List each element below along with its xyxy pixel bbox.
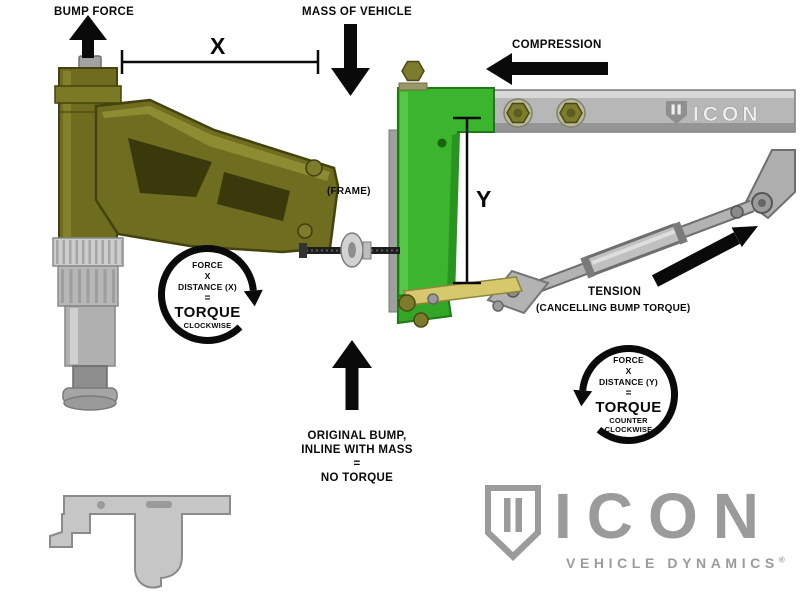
no-torque-line1: ORIGINAL BUMP, bbox=[307, 430, 407, 442]
clockwise-arrow-icon bbox=[158, 245, 263, 344]
tension-label: TENSION bbox=[588, 286, 642, 298]
brand-text-block: ICON VEHICLE DYNAMICS® bbox=[554, 484, 785, 571]
counter-clockwise-arrow-icon bbox=[573, 345, 679, 444]
torque-ccw-force: FORCE bbox=[613, 355, 644, 365]
no-torque-caption: ORIGINAL BUMP, INLINE WITH MASS = NO TOR… bbox=[277, 429, 437, 485]
no-torque-line2: INLINE WITH MASS bbox=[301, 444, 413, 456]
torque-ccw-distance: DISTANCE (Y) bbox=[599, 377, 658, 387]
torque-cw-torque: TORQUE bbox=[174, 303, 241, 321]
brand-name: ICON bbox=[554, 480, 774, 552]
brand-tagline-text: VEHICLE DYNAMICS bbox=[566, 555, 779, 571]
torque-cw-times: X bbox=[204, 270, 211, 281]
frame-rail-bolts bbox=[503, 98, 586, 128]
frame-side-plate bbox=[388, 129, 399, 313]
bump-stop-assembly bbox=[52, 55, 124, 411]
torque-cw-direction: CLOCKWISE bbox=[183, 320, 232, 330]
torque-clockwise-text: FORCE X DISTANCE (X) = TORQUE CLOCKWISE bbox=[150, 237, 265, 352]
icon-badge-icon bbox=[485, 485, 541, 561]
brand-tagline: VEHICLE DYNAMICS® bbox=[566, 555, 785, 571]
rail-logo-badge-icon bbox=[666, 101, 687, 124]
bump-force-arrow bbox=[69, 15, 107, 58]
tension-sub-label: (CANCELLING BUMP TORQUE) bbox=[536, 303, 691, 314]
compression-label: COMPRESSION bbox=[512, 39, 602, 51]
bump-strike-rod bbox=[299, 232, 400, 268]
dimension-y-label: Y bbox=[476, 186, 492, 212]
frame-bracket-bolts bbox=[398, 60, 439, 328]
spare-bracket-part bbox=[49, 495, 231, 589]
dimension-y-line bbox=[453, 116, 481, 285]
no-torque-equals: = bbox=[353, 458, 361, 470]
compression-arrow bbox=[486, 53, 608, 85]
control-arm bbox=[94, 98, 340, 254]
torque-ccw-torque: TORQUE bbox=[595, 399, 662, 416]
rail-logo: ICON bbox=[666, 101, 762, 126]
torque-cw-force: FORCE bbox=[192, 259, 223, 270]
registered-mark: ® bbox=[778, 555, 785, 565]
tension-arrow bbox=[651, 226, 758, 287]
torque-ccw-dir1: COUNTER bbox=[609, 416, 648, 425]
frame-label: (FRAME) bbox=[327, 186, 371, 197]
torque-ccw-dir2: CLOCKWISE bbox=[604, 425, 653, 434]
icon-brand-logo: ICON VEHICLE DYNAMICS® bbox=[484, 484, 785, 571]
torque-clockwise-annotation: FORCE X DISTANCE (X) = TORQUE CLOCKWISE bbox=[150, 237, 265, 352]
torque-counter-clockwise-annotation: FORCE X DISTANCE (Y) = TORQUE COUNTER CL… bbox=[571, 337, 686, 452]
cancellation-link bbox=[523, 199, 755, 298]
torque-cw-distance: DISTANCE (X) bbox=[178, 281, 237, 292]
track-bar-pivot-arm bbox=[744, 149, 796, 220]
bump-force-label: BUMP FORCE bbox=[54, 6, 135, 18]
mass-of-vehicle-label: MASS OF VEHICLE bbox=[302, 6, 412, 18]
torque-counter-clockwise-text: FORCE X DISTANCE (Y) = TORQUE COUNTER CL… bbox=[571, 337, 686, 452]
torque-cw-equals: = bbox=[204, 292, 211, 304]
torque-ccw-equals: = bbox=[625, 388, 632, 399]
original-bump-arrow bbox=[332, 340, 372, 410]
rail-logo-text: ICON bbox=[693, 103, 762, 126]
mass-of-vehicle-arrow bbox=[331, 24, 370, 96]
no-torque-line3: NO TORQUE bbox=[320, 472, 394, 484]
dimension-x-line bbox=[120, 50, 320, 74]
torque-ccw-times: X bbox=[625, 366, 632, 376]
dimension-x-label: X bbox=[210, 33, 226, 59]
